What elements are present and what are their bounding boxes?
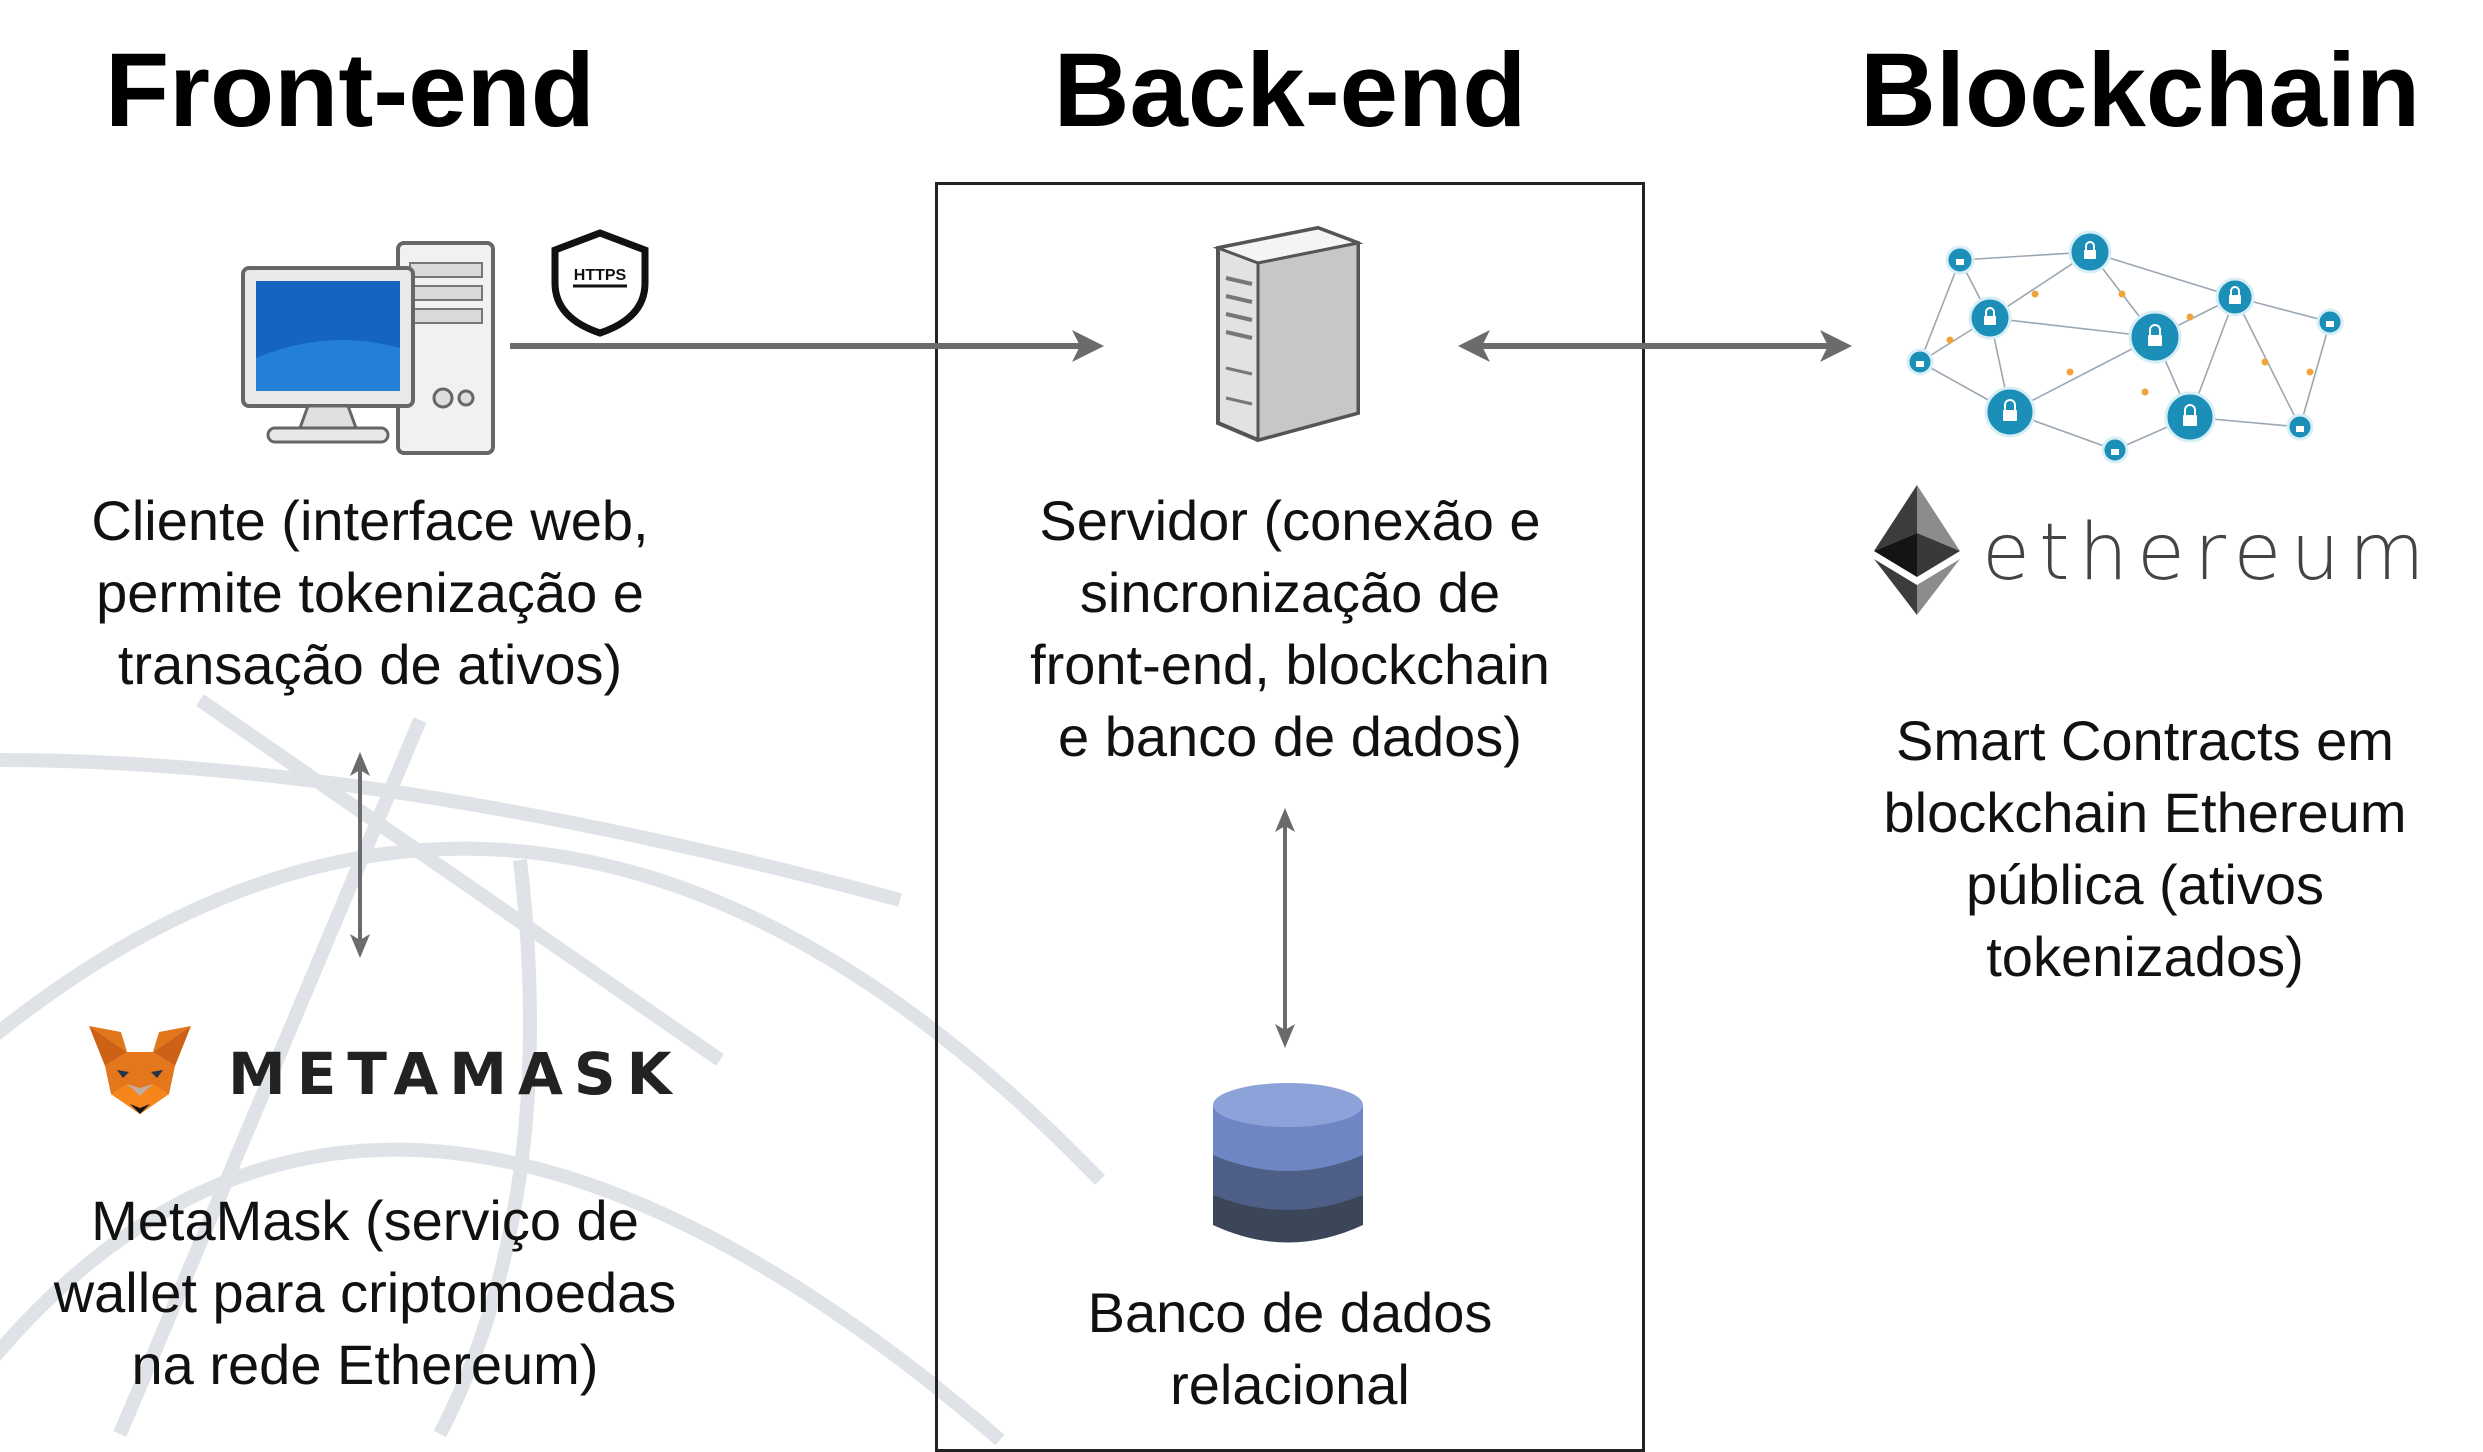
server-caption-line-3: front-end, blockchain <box>1030 633 1550 696</box>
ethereum-caption: Smart Contracts em blockchain Ethereum p… <box>1830 705 2460 993</box>
blockchain-heading: Blockchain <box>1860 32 2421 149</box>
client-caption-line-2: permite tokenização e <box>96 561 644 624</box>
ethereum-caption-line-4: tokenizados) <box>1986 925 2304 988</box>
server-caption-line-2: sincronização de <box>1079 561 1501 624</box>
server-icon <box>1212 225 1364 443</box>
database-caption-line-1: Banco de dados <box>1087 1281 1493 1344</box>
database-caption: Banco de dados relacional <box>940 1277 1640 1421</box>
metamask-caption-line-1: MetaMask (serviço de <box>91 1189 639 1252</box>
metamask-fox-icon <box>89 1026 191 1114</box>
blockchain-network-icon <box>1906 230 2344 464</box>
client-caption-line-1: Cliente (interface web, <box>91 489 649 552</box>
ethereum-diamond-icon <box>1874 485 1960 615</box>
ethereum-caption-line-1: Smart Contracts em <box>1896 709 2394 772</box>
client-caption-line-3: transação de ativos) <box>117 633 623 696</box>
https-shield-icon: HTTPS <box>551 229 649 337</box>
metamask-wordmark: METAMASK <box>228 1040 683 1108</box>
metamask-caption-line-3: na rede Ethereum) <box>131 1333 599 1396</box>
server-caption: Servidor (conexão e sincronização de fro… <box>940 485 1640 773</box>
client-caption: Cliente (interface web, permite tokeniza… <box>30 485 710 701</box>
ethereum-caption-line-2: blockchain Ethereum <box>1883 781 2407 844</box>
server-caption-line-1: Servidor (conexão e <box>1039 489 1541 552</box>
metamask-caption-line-2: wallet para criptomoedas <box>53 1261 677 1324</box>
ethereum-caption-line-3: pública (ativos <box>1966 853 2324 916</box>
ethereum-wordmark: ethereum <box>1982 508 2434 598</box>
backend-heading: Back-end <box>1053 32 1527 149</box>
server-caption-line-4: e banco de dados) <box>1058 705 1522 768</box>
database-icon <box>1213 1083 1363 1243</box>
computer-icon <box>241 241 495 455</box>
database-caption-line-2: relacional <box>1170 1353 1410 1416</box>
metamask-caption: MetaMask (serviço de wallet para criptom… <box>0 1185 730 1401</box>
https-label: HTTPS <box>574 267 627 284</box>
frontend-heading: Front-end <box>105 32 595 149</box>
